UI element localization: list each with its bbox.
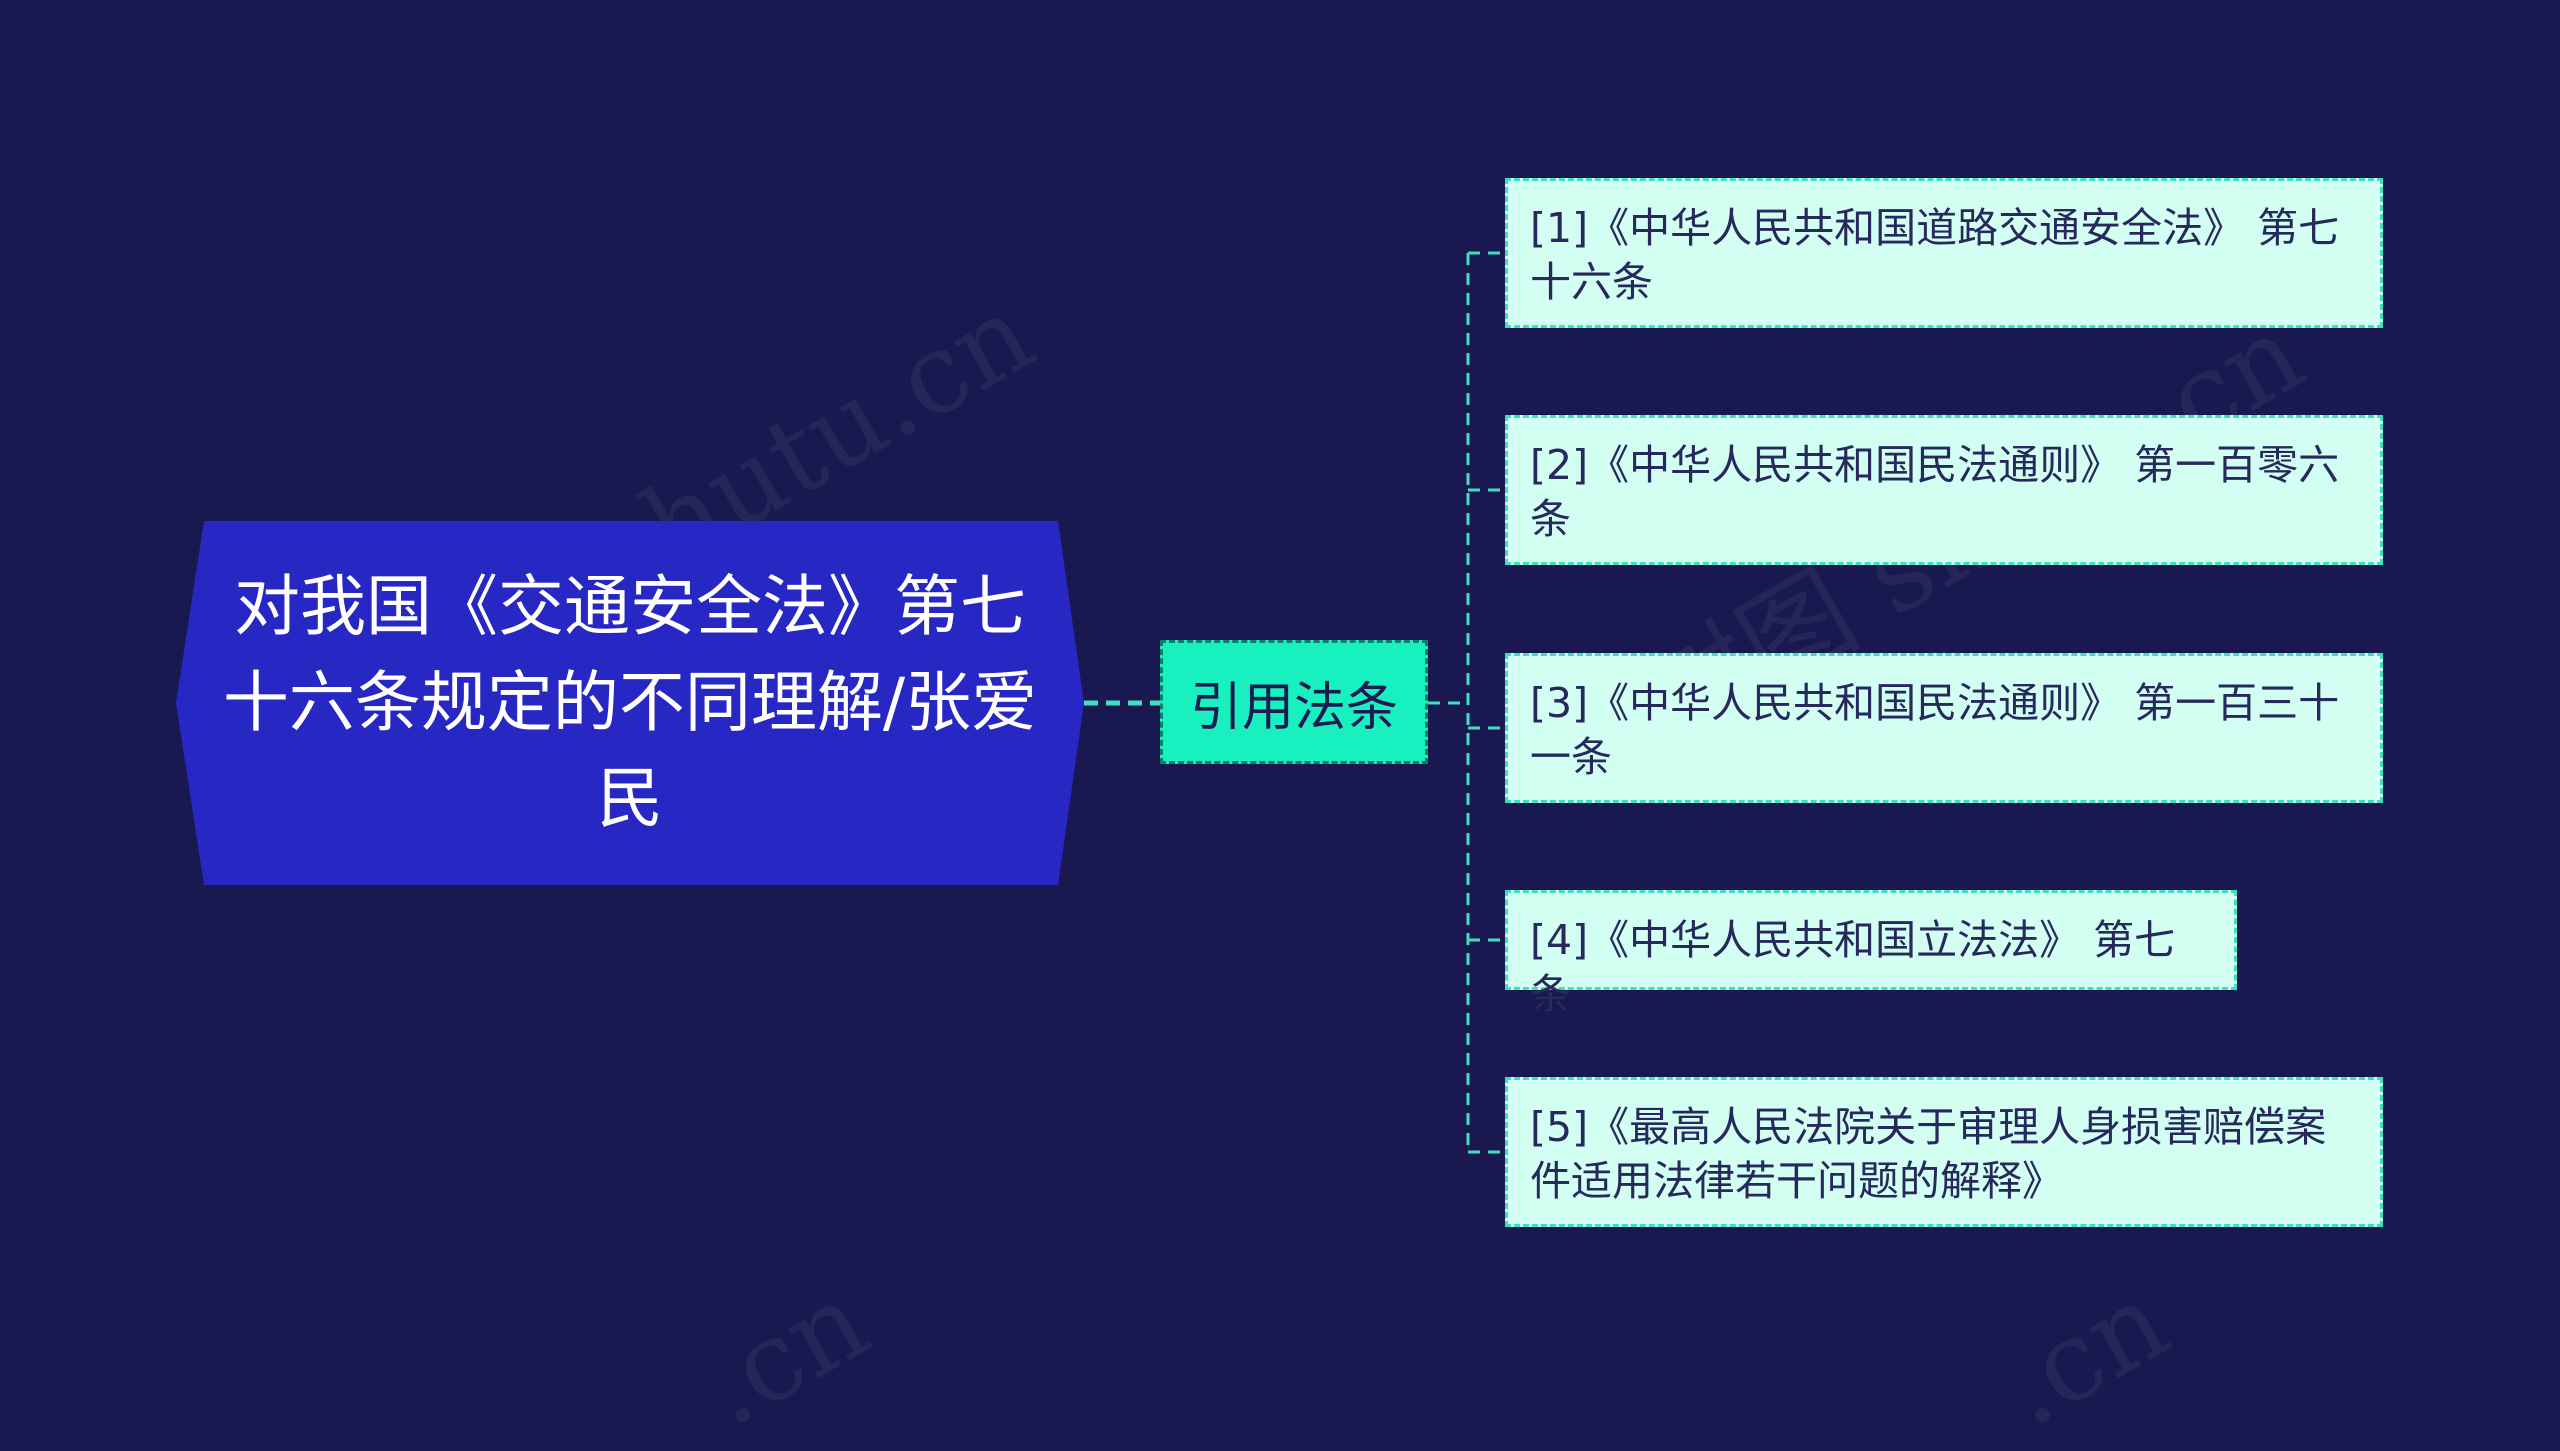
connector-lines: [1084, 251, 1505, 1154]
root-node[interactable]: 对我国《交通安全法》第七十六条规定的不同理解/张爱民: [176, 521, 1084, 885]
mind-map-canvas: 树图 shutu.cn 树图 shutu.cn .cn .cn 对我国《交通安全…: [176, 178, 2383, 1451]
leaf-node-5[interactable]: [5]《最高人民法院关于审理人身损害赔偿案件适用法律若干问题的解释》: [1505, 1077, 2383, 1227]
branch-node-cited-laws[interactable]: 引用法条: [1160, 640, 1428, 764]
leaf-node-4[interactable]: [4]《中华人民共和国立法法》 第七条: [1505, 890, 2237, 1018]
leaf-node-3[interactable]: [3]《中华人民共和国民法通则》 第一百三十一条: [1505, 653, 2383, 803]
leaf-node-1[interactable]: [1]《中华人民共和国道路交通安全法》 第七十六条: [1505, 178, 2383, 328]
root-node-label: 对我国《交通安全法》第七十六条规定的不同理解/张爱民: [222, 568, 1038, 837]
root-node-shape: [176, 521, 1084, 885]
leaf-node-2[interactable]: [2]《中华人民共和国民法通则》 第一百零六条: [1505, 415, 2383, 565]
